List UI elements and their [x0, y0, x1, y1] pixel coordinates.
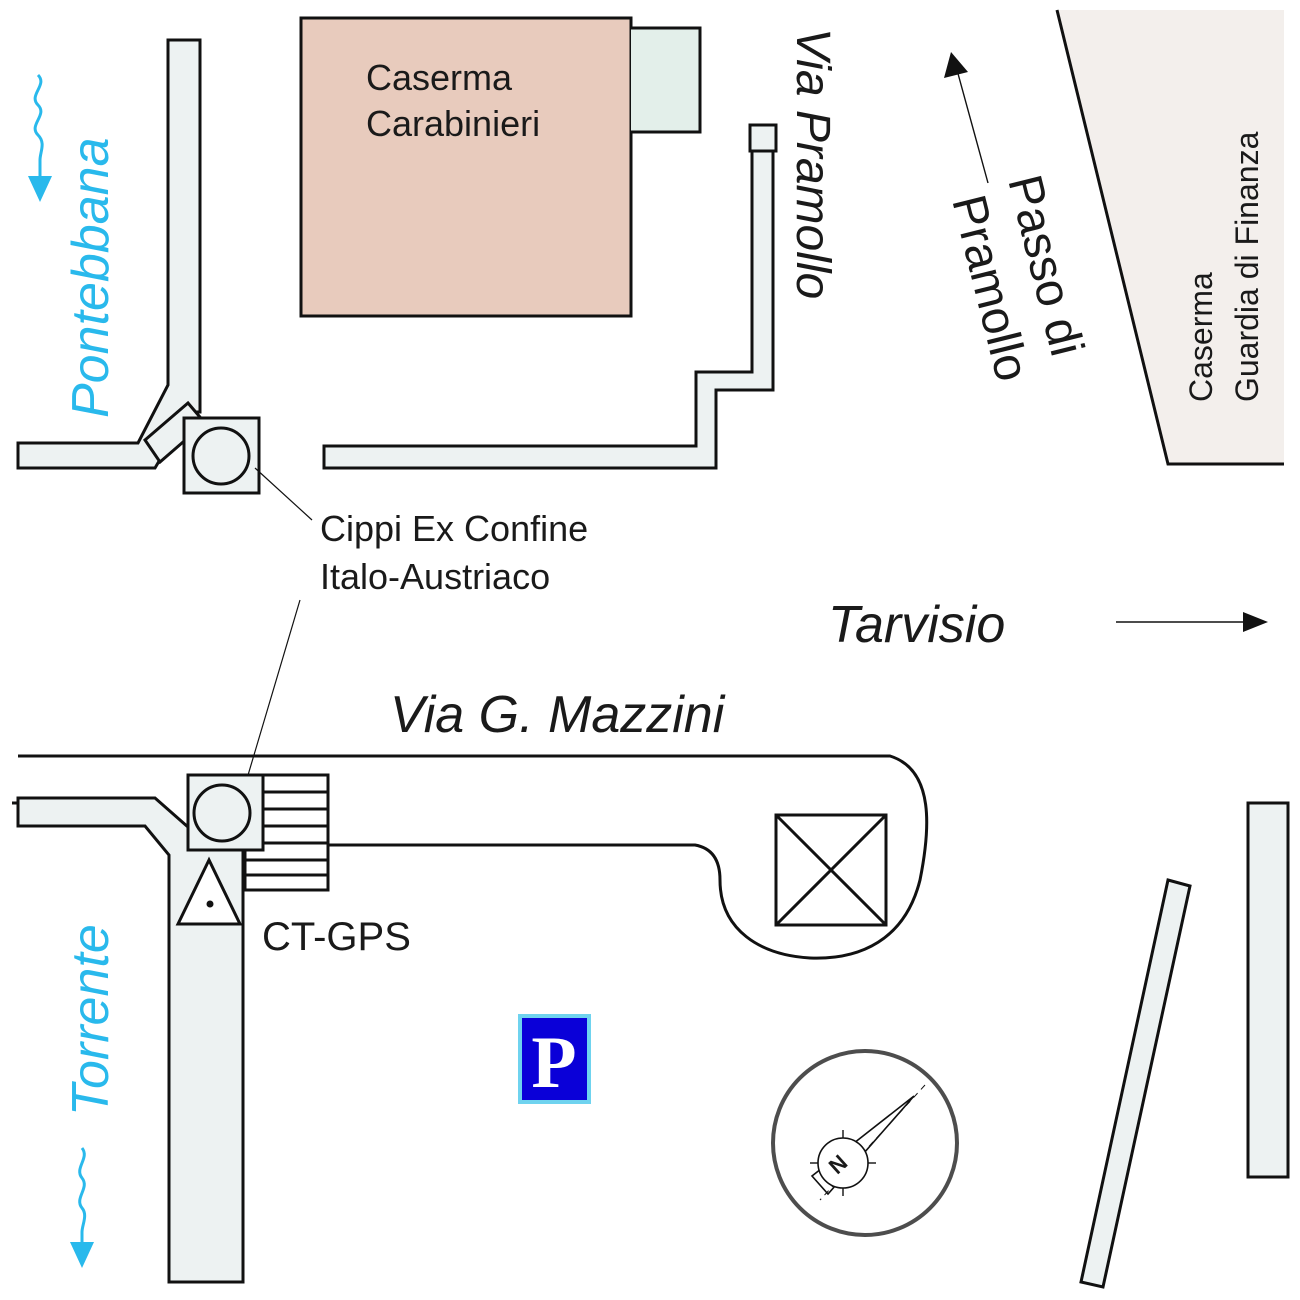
finanza-building[interactable]: Caserma Guardia di Finanza	[1055, 9, 1284, 466]
via-mazzini-road	[18, 754, 929, 960]
tarvisio-label: Tarvisio	[828, 596, 1005, 654]
cippi-label-line2: Italo-Austriaco	[320, 556, 550, 597]
lower-cippo-marker[interactable]	[186, 773, 265, 852]
torrente-label: Torrente	[62, 924, 120, 1116]
carabinieri-label-line2: Carabinieri	[366, 103, 540, 144]
pontebbana-label: Pontebbana	[62, 138, 120, 419]
diagonal-wall	[1079, 878, 1192, 1289]
ct-gps-triangle-icon[interactable]	[175, 856, 243, 926]
passo-pramollo-direction[interactable]: Passo di Pramollo	[941, 52, 1093, 386]
passo-arrow-icon	[944, 52, 968, 78]
pontebbana-river-flow-icon	[28, 73, 52, 202]
cippi-label-line1: Cippi Ex Confine	[320, 508, 588, 549]
carabinieri-building[interactable]: Caserma Carabinieri	[299, 16, 702, 318]
via-pramollo-label: Via Pramollo	[786, 28, 839, 299]
tarvisio-arrow-icon	[1243, 612, 1268, 632]
carabinieri-label-line1: Caserma	[366, 57, 513, 98]
crossed-box-symbol[interactable]	[774, 813, 888, 927]
via-mazzini-label: Via G. Mazzini	[390, 686, 726, 744]
tarvisio-direction[interactable]: Tarvisio	[828, 596, 1268, 654]
parking-letter: P	[531, 1022, 576, 1104]
ct-gps-label: CT-GPS	[262, 915, 411, 959]
cippi-leader-lines	[242, 467, 313, 793]
upper-cippo-marker[interactable]	[143, 400, 261, 495]
finanza-label-line2: Guardia di Finanza	[1229, 131, 1265, 402]
via-pramollo-road	[322, 123, 778, 470]
right-wall	[1246, 801, 1290, 1179]
compass-icon: N	[771, 1049, 959, 1237]
upper-left-road	[16, 38, 202, 470]
parking-icon[interactable]: P	[518, 1014, 591, 1104]
torrente-river-flow-icon	[70, 1147, 94, 1268]
finanza-label-line1: Caserma	[1183, 272, 1219, 402]
